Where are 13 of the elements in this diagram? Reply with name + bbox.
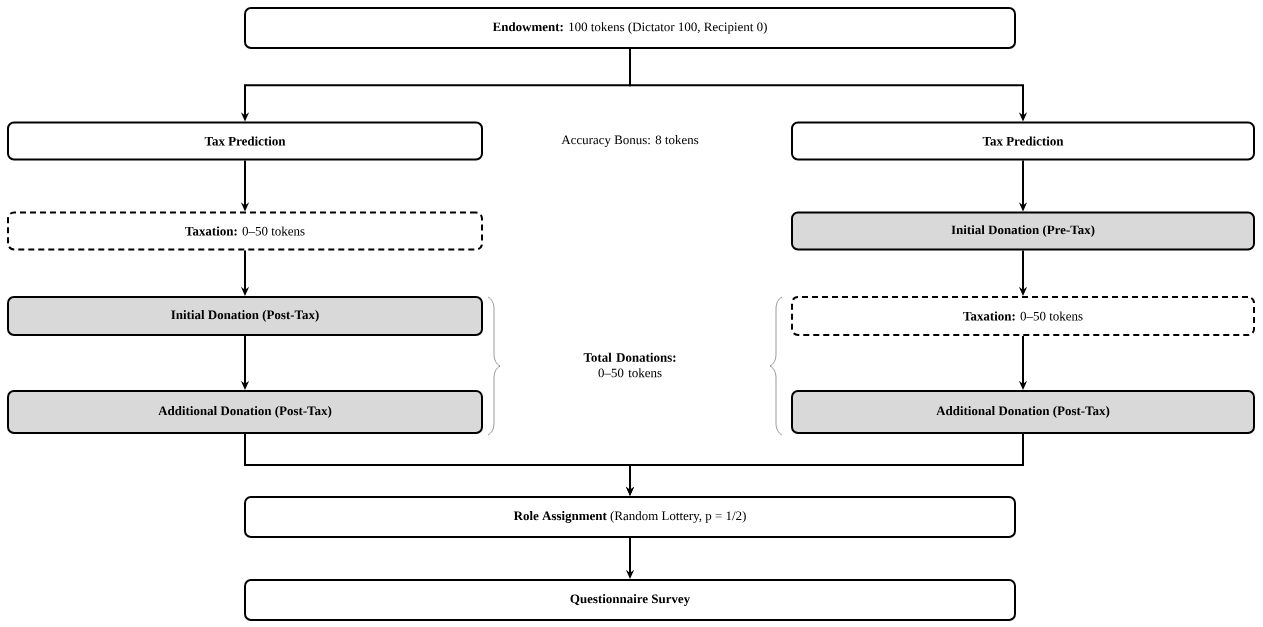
annotation-text: Total Donations: 0–50 tokens [583, 352, 676, 378]
process-box: Initial Donation (Post-Tax) [7, 296, 483, 336]
process-box: Additional Donation (Post-Tax) [791, 390, 1255, 434]
annotation-text: Accuracy Bonus: 8 tokens [561, 135, 699, 147]
process-box: Questionnaire Survey [244, 579, 1016, 621]
process-box: Tax Prediction [791, 121, 1255, 161]
process-box: Role Assignment (Random Lottery, p = 1/2) [244, 496, 1016, 538]
process-box: Taxation: 0–50 tokens [7, 211, 483, 251]
process-box: Endowment: 100 tokens (Dictator 100, Recipient 0) [244, 7, 1016, 49]
process-box: Tax Prediction [7, 121, 483, 161]
process-box: Additional Donation (Post-Tax) [7, 390, 483, 434]
process-box: Taxation: 0–50 tokens [791, 296, 1255, 336]
process-box: Initial Donation (Pre-Tax) [791, 211, 1255, 251]
